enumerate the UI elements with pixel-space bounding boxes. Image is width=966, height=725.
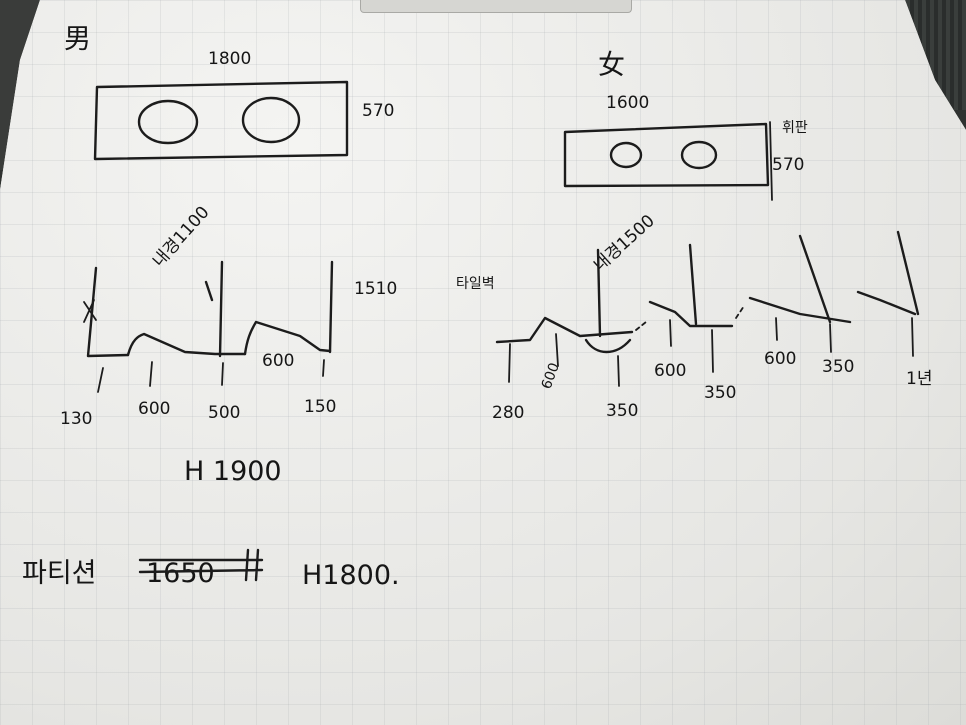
female-pipe-4 [669,319,672,347]
male-cross-mark [83,299,97,323]
male-total-height: H 1900 [184,456,282,487]
partition-label: 파티션 [22,558,97,589]
clipboard-clip [360,0,632,13]
female-vertical-note: 내경1500 [590,211,659,276]
female-pipe-7 [829,323,832,353]
female-sink-bowl [584,338,632,354]
male-pipe-2 [149,361,153,387]
male-sink-1 [137,99,199,145]
female-counter-profile-3 [748,296,852,324]
female-height-350-b: 350 [704,383,736,403]
female-counter-top-view [563,122,770,188]
female-wall-note: 타일벽 [456,276,495,292]
male-divider-tick [204,280,214,302]
female-right-wall [896,230,920,316]
partition-height: H1800. [302,560,400,591]
male-pipe-1 [97,367,104,393]
female-counter-profile-4 [856,290,917,316]
female-pipe-2 [555,333,559,367]
partition-strike-lines [138,548,264,582]
male-right-height-label: 1510 [354,279,397,299]
male-width-label: 1800 [208,49,251,69]
female-height-600-c: 600 [764,349,796,369]
male-sink-2 [241,96,301,144]
male-counter-profile-2 [243,320,332,356]
female-depth-line [769,121,773,201]
male-pipe-3 [221,362,224,386]
male-pipe-4 [322,359,325,377]
male-height-150: 150 [304,397,336,417]
partition-struck-value: 1650 [146,558,215,589]
female-width-label: 1600 [606,93,649,113]
male-height-600: 600 [138,399,170,419]
male-depth-label: 570 [362,101,394,121]
male-segment-600-upper: 600 [262,351,294,371]
female-pipe-3 [617,355,620,387]
female-height-last: 1년 [906,369,932,389]
female-height-280: 280 [492,403,524,423]
male-counter-top-view [93,80,349,161]
male-plan-group: 男 1800 570 내경1100 1510 600 130 600 500 1… [60,24,397,487]
female-dash-2 [735,305,745,319]
female-sink-1 [609,141,643,169]
female-center-divider [596,248,602,338]
male-right-wall [328,260,334,354]
partition-group: 파티션 1650 H1800. [22,548,400,591]
female-pipe-8 [911,317,914,357]
female-plan-group: 女 1600 휘판 570 타일벽 내경1500 280 600 350 600 [456,50,932,423]
male-side-left-wall [86,266,130,358]
female-counter-profile-1 [495,316,634,344]
female-sink-2 [680,140,718,170]
female-pipe-5 [711,329,714,373]
female-pipe-6 [775,317,778,341]
female-height-600-b: 600 [654,361,686,381]
female-height-350-a: 350 [606,401,638,421]
female-pipe-1 [508,343,511,383]
male-center-divider [218,260,224,358]
male-counter-profile-1 [126,332,247,357]
female-dash-1 [635,321,647,331]
male-height-130: 130 [60,409,92,429]
female-height-350-c: 350 [822,357,854,377]
female-divider-2 [688,243,698,326]
male-symbol: 男 [64,24,91,55]
female-symbol: 女 [598,50,625,81]
female-counter-profile-2 [648,300,734,328]
female-depth-label: 570 [772,155,804,175]
female-height-600-a: 600 [539,361,563,392]
male-vertical-note: 내경1100 [149,203,214,272]
male-height-500: 500 [208,403,240,423]
female-corner-note: 휘판 [782,120,808,136]
female-divider-3 [798,234,832,324]
